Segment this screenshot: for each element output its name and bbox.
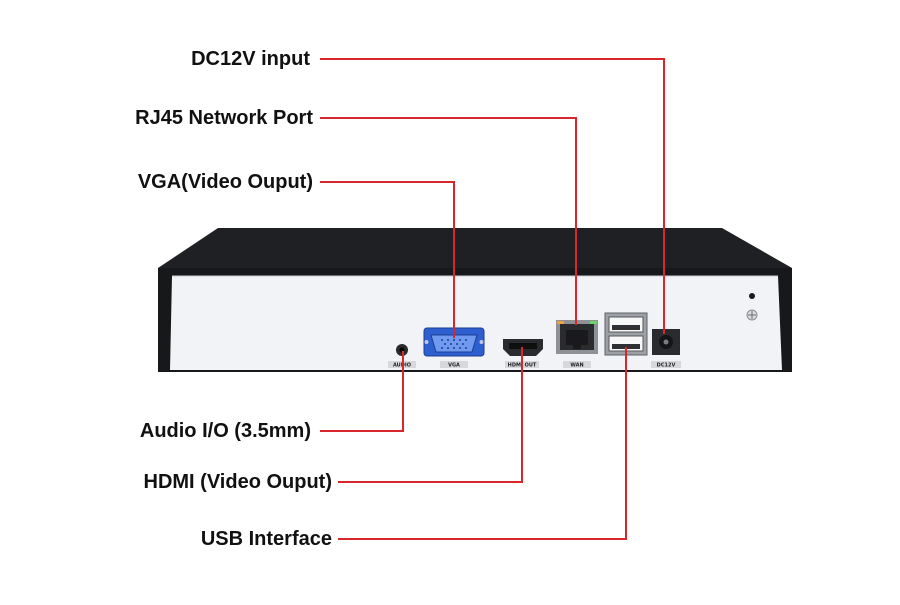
hdmi-callout: HDMI (Video Ouput) bbox=[143, 471, 333, 493]
wan-port-label: WAN bbox=[570, 363, 583, 369]
vga-port-label: VGA bbox=[448, 363, 460, 369]
usb-leader-line bbox=[338, 347, 627, 540]
usb-callout: USB Interface bbox=[200, 528, 332, 550]
dc12v-leader-line bbox=[320, 58, 665, 334]
rj45-port: WAN bbox=[556, 320, 598, 369]
audio-leader-line bbox=[320, 351, 404, 432]
dc-port-label: DC12V bbox=[657, 363, 676, 369]
audio-callout: Audio I/O (3.5mm) bbox=[139, 420, 311, 442]
dc-jack: DC12V bbox=[651, 329, 681, 369]
reset-hole bbox=[749, 293, 755, 299]
rj45-leader-line bbox=[320, 117, 577, 325]
rj45-callout: RJ45 Network Port bbox=[135, 107, 313, 129]
dc12v-callout: DC12V input bbox=[191, 48, 310, 70]
hdmi-leader-line bbox=[338, 347, 523, 483]
vga-port: VGA bbox=[423, 327, 485, 369]
chassis-top bbox=[158, 228, 792, 268]
vga-callout: VGA(Video Ouput) bbox=[137, 171, 313, 193]
vga-leader-line bbox=[320, 181, 455, 338]
